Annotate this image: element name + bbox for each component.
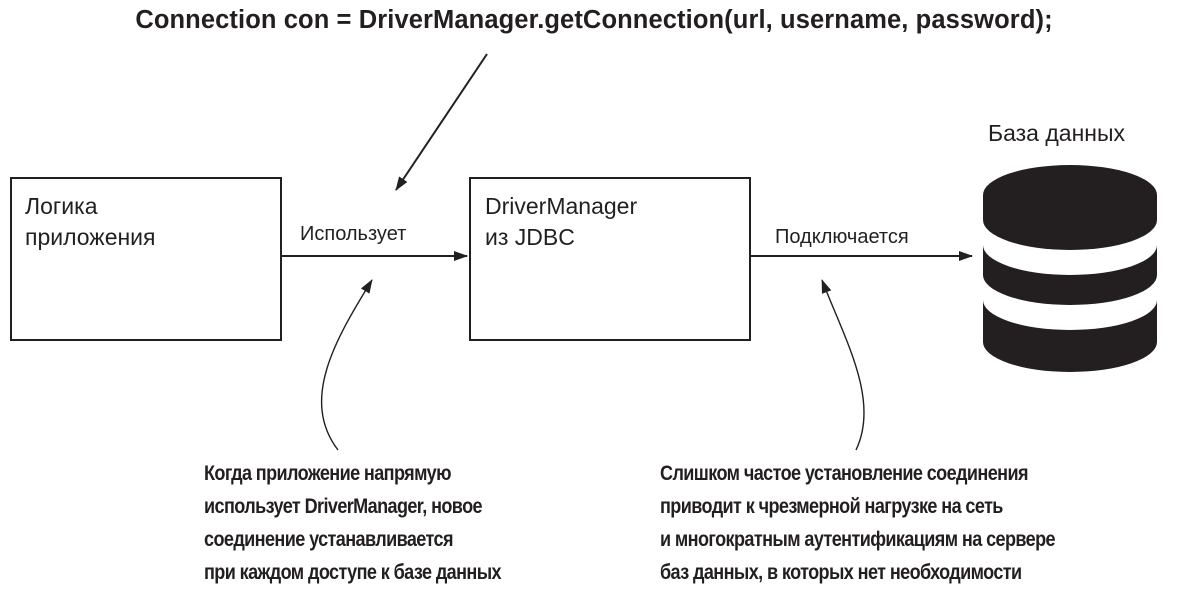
left-note-pointer (321, 279, 373, 451)
connects-label: Подключается (775, 226, 909, 248)
left-note-line1: Когда приложение напрямую (204, 462, 452, 485)
uses-label: Использует (300, 223, 407, 245)
right-note-line2: приводит к чрезмерной нагрузке на сеть (660, 495, 1003, 518)
driver-manager-box: DriverManager из JDBC (469, 177, 751, 341)
app-logic-label-line2: приложения (25, 224, 156, 250)
left-note-line3: соединение устанавливается (204, 528, 453, 551)
code-snippet: Connection con = DriverManager.getConnec… (135, 6, 1053, 34)
database-label: База данных (988, 120, 1126, 146)
right-note: Слишком частое установление соединения п… (660, 457, 1056, 589)
right-note-line4: баз данных, в которых нет необходимости (660, 561, 1022, 584)
left-note-line2: использует DriverManager, новое (204, 495, 483, 518)
driver-manager-label-line1: DriverManager (485, 193, 638, 219)
right-note-pointer (821, 279, 865, 451)
app-logic-box: Логика приложения (10, 177, 282, 341)
app-logic-label-line1: Логика (25, 193, 98, 219)
driver-manager-label-line2: из JDBC (485, 224, 575, 250)
left-note: Когда приложение напрямую использует Dri… (204, 457, 502, 589)
code-pointer-arrow (395, 53, 488, 191)
right-note-line1: Слишком частое установление соединения (660, 462, 1029, 485)
right-note-line3: и многократным аутентификациям на сервер… (660, 528, 1056, 551)
database-icon (983, 165, 1157, 372)
left-note-line4: при каждом доступе к базе данных (204, 561, 502, 584)
